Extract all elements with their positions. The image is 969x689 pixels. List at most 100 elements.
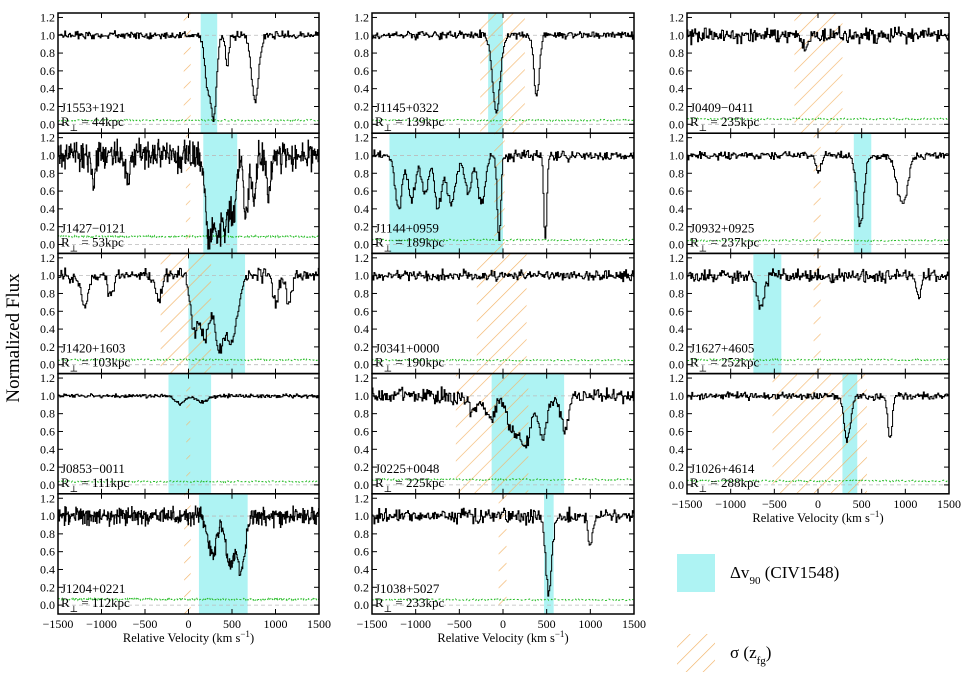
y-tick-label: 0.4 [354, 202, 369, 216]
sigma-band [494, 133, 505, 254]
x-axis-label: Relative Velocity (km s−1) [437, 629, 568, 645]
impact-parameter-label: R⊥ = 111kpc [61, 475, 130, 494]
x-ticks [686, 133, 950, 254]
impact-parameter-label: R⊥ = 233kpc [375, 595, 444, 614]
dv90-band [198, 493, 248, 614]
y-tick-label: 0.0 [40, 598, 55, 612]
y-tick-label: 0.6 [354, 424, 369, 438]
flux-spectrum [58, 267, 319, 354]
y-tick-label: 1.2 [40, 491, 55, 505]
y-tick-label: 0.0 [669, 117, 684, 131]
y-tick-label: 0.8 [669, 286, 684, 300]
dv90-band [200, 13, 218, 134]
y-ticks: 0.00.20.40.60.81.01.2 [669, 251, 949, 372]
y-tick-label: 0.0 [354, 117, 369, 131]
sigma-band [183, 13, 191, 134]
quasar-name-label: J1420+1603 [61, 341, 125, 356]
y-tick-label: 0.6 [669, 184, 684, 198]
y-tick-label: 0.2 [669, 460, 684, 474]
y-tick-label: 0.2 [354, 460, 369, 474]
flux-spectrum [372, 29, 634, 114]
y-tick-label: 0.8 [354, 46, 369, 60]
x-ticks [371, 373, 635, 494]
y-tick-label: 0.8 [669, 166, 684, 180]
flux-spectrum [687, 391, 949, 443]
legend-sigma-swatch [677, 634, 715, 672]
y-tick-label: 0.6 [40, 545, 55, 559]
y-tick-label: 0.2 [669, 220, 684, 234]
y-tick-label: 0.4 [669, 82, 684, 96]
y-ticks: 0.00.20.40.60.81.01.2 [354, 10, 634, 131]
y-tick-label: 0.4 [40, 562, 55, 576]
y-tick-label: 0.8 [669, 407, 684, 421]
y-tick-label: 1.0 [354, 269, 369, 283]
sigma-band [480, 13, 525, 134]
y-tick-label: 1.0 [669, 269, 684, 283]
flux-spectrum [687, 150, 949, 228]
y-tick-label: 0.4 [669, 322, 684, 336]
x-tick-label: 0 [186, 617, 192, 631]
y-ticks: 0.00.20.40.60.81.01.2 [354, 251, 634, 372]
error-spectrum [372, 118, 634, 123]
y-tick-label: 0.8 [40, 286, 55, 300]
error-spectrum [687, 358, 949, 362]
panel-plot-area [372, 253, 634, 374]
quasar-name-label: J0932+0925 [690, 220, 754, 235]
x-tick-label: 1500 [307, 617, 331, 631]
panel-plot-area [58, 13, 319, 134]
panel-plot-area [372, 133, 634, 254]
y-tick-label: 0.4 [354, 322, 369, 336]
panel-plot-area [58, 493, 319, 614]
y-ticks: 0.00.20.40.60.81.01.2 [354, 371, 634, 492]
y-tick-label: 0.0 [40, 358, 55, 372]
flux-spectrum [372, 268, 634, 283]
quasar-name-label: J1026+4614 [690, 461, 755, 476]
y-tick-label: 0.6 [354, 184, 369, 198]
y-tick-label: 0.4 [40, 442, 55, 456]
y-tick-label: 0.6 [669, 424, 684, 438]
error-spectrum [687, 479, 949, 483]
sigma-band [186, 373, 191, 494]
panel-plot-area [58, 133, 319, 254]
y-tick-label: 0.0 [354, 598, 369, 612]
impact-parameter-label: R⊥ = 235kpc [690, 114, 759, 133]
y-ticks: 0.00.20.40.60.81.01.2 [40, 10, 319, 131]
x-tick-label: 1000 [578, 617, 602, 631]
x-ticks [57, 133, 320, 254]
y-tick-label: 0.4 [354, 82, 369, 96]
sigma-band [772, 373, 867, 494]
flux-spectrum [58, 505, 319, 576]
impact-parameter-label: R⊥ = 288kpc [690, 475, 759, 494]
x-ticks [371, 13, 635, 134]
y-ticks: 0.00.20.40.60.81.01.2 [40, 251, 319, 372]
panel-plot-area [687, 373, 949, 494]
y-tick-label: 1.0 [354, 148, 369, 162]
x-tick-label: −500 [447, 617, 472, 631]
x-axis-labels: Relative Velocity (km s−1) Relative Veloc… [123, 509, 884, 645]
y-tick-label: 0.6 [40, 64, 55, 78]
impact-parameter-label: R⊥ = 225kpc [375, 475, 444, 494]
x-tick-label: −1500 [672, 497, 703, 511]
x-tick-label: 0 [500, 617, 506, 631]
x-tick-label: 1000 [264, 617, 288, 631]
y-tick-label: 0.8 [354, 407, 369, 421]
y-tick-label: 1.2 [354, 371, 369, 385]
y-tick-label: 0.2 [669, 340, 684, 354]
y-tick-label: 1.0 [354, 509, 369, 523]
error-spectrum [372, 598, 634, 602]
y-tick-label: 0.4 [354, 562, 369, 576]
y-tick-label: 0.4 [40, 82, 55, 96]
y-tick-label: 0.2 [354, 99, 369, 113]
y-tick-label: 0.8 [40, 46, 55, 60]
y-tick-label: 1.0 [354, 389, 369, 403]
x-axis-label: Relative Velocity (km s−1) [123, 629, 254, 645]
dv90-band [853, 133, 872, 254]
